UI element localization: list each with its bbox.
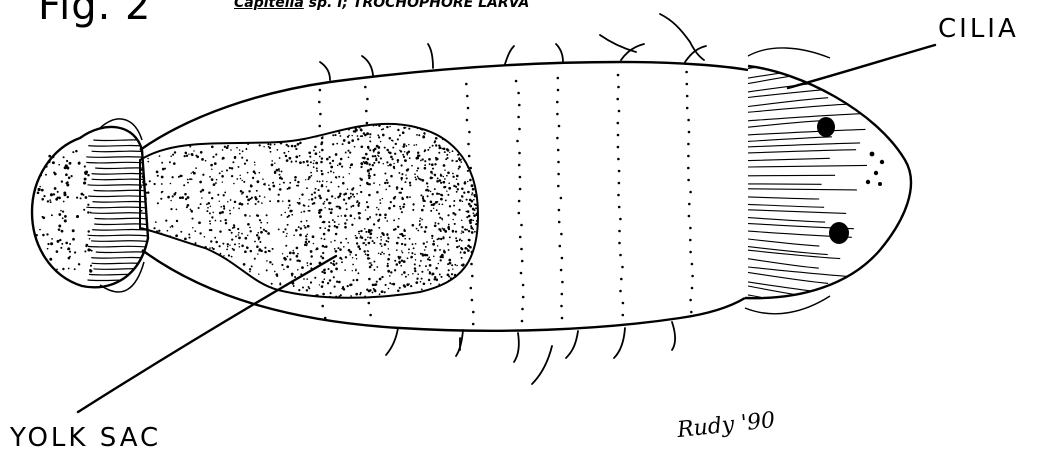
eyespot-upper: [817, 117, 835, 137]
segment-lines: [318, 71, 694, 326]
yolk-sac-label: YOLK SAC: [10, 423, 161, 453]
caption-stage: TROCHOPHORE LARVA: [353, 0, 529, 11]
cilia-label: CILIA: [938, 14, 1019, 44]
head-lobe: [745, 48, 911, 317]
yolk-sac-leader-line: [78, 256, 336, 412]
figure-number: Fig. 2: [38, 0, 151, 26]
yolk-sac: [139, 119, 481, 301]
caption-separator: ;: [342, 0, 352, 11]
chaetae: [320, 14, 706, 384]
caption-genus: Capitella: [234, 0, 304, 11]
tail-lobe: [32, 119, 150, 292]
figure-caption: Capitella sp. I; TROCHOPHORE LARVA: [234, 0, 529, 14]
ocellus-dots: [866, 152, 884, 186]
body-outline-bottom: [142, 250, 745, 331]
body-outline-top: [140, 62, 748, 150]
eyespot-lower: [829, 222, 849, 244]
caption-species: sp. I: [304, 0, 343, 11]
